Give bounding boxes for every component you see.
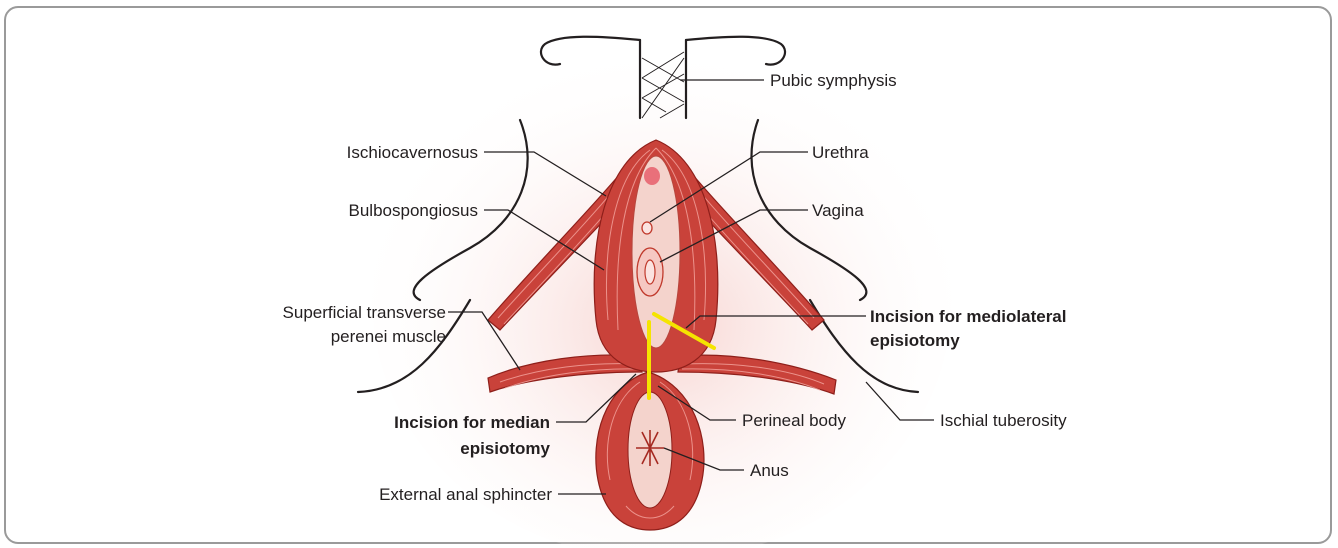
- label-superficial-transverse-2: perenei muscle: [331, 327, 446, 346]
- label-external-anal-sphincter: External anal sphincter: [379, 485, 552, 504]
- label-ischiocavernosus: Ischiocavernosus: [347, 143, 478, 162]
- label-median-2: episiotomy: [460, 439, 550, 458]
- label-ischial-tuberosity: Ischial tuberosity: [940, 411, 1067, 430]
- label-urethra: Urethra: [812, 143, 869, 162]
- urethra-opening: [642, 222, 652, 234]
- clitoris: [644, 167, 660, 185]
- label-mediolateral-2: episiotomy: [870, 331, 960, 350]
- label-anus: Anus: [750, 461, 789, 480]
- label-superficial-transverse-1: Superficial transverse: [283, 303, 446, 322]
- label-vagina: Vagina: [812, 201, 864, 220]
- vaginal-opening-inner: [645, 260, 655, 284]
- label-perineal-body: Perineal body: [742, 411, 846, 430]
- label-pubic-symphysis: Pubic symphysis: [770, 71, 897, 90]
- label-median-1: Incision for median: [394, 413, 550, 432]
- label-mediolateral-1: Incision for mediolateral: [870, 307, 1067, 326]
- label-bulbospongiosus: Bulbospongiosus: [349, 201, 478, 220]
